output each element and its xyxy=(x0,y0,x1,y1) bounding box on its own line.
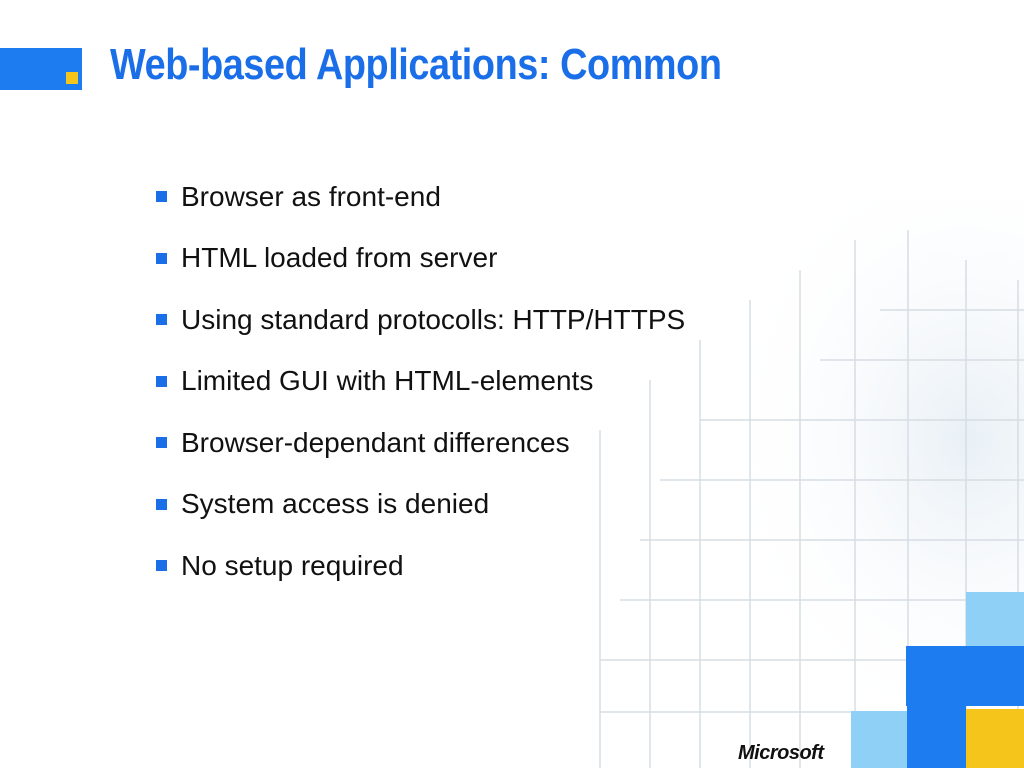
bullet-item: HTML loaded from server xyxy=(156,228,685,290)
microsoft-logo: Microsoft xyxy=(738,742,824,764)
bullet-item: Browser as front-end xyxy=(156,166,685,228)
bullet-item: Browser-dependant differences xyxy=(156,412,685,474)
bullet-marker-icon xyxy=(156,191,167,203)
bullet-text: System access is denied xyxy=(181,488,490,520)
bullet-item: Using standard protocolls: HTTP/HTTPS xyxy=(156,289,685,351)
bullet-marker-icon xyxy=(156,375,167,387)
bullet-text: Browser as front-end xyxy=(181,180,441,212)
bullet-item: System access is denied xyxy=(156,474,685,536)
bullet-text: HTML loaded from server xyxy=(181,242,498,274)
bullet-marker-icon xyxy=(156,498,167,510)
bullet-text: No setup required xyxy=(181,549,404,581)
bullet-marker-icon xyxy=(156,314,167,326)
slide-title: Web-based Applications: Common xyxy=(110,40,722,89)
bullet-marker-icon xyxy=(156,437,167,449)
bullet-text: Using standard protocolls: HTTP/HTTPS xyxy=(181,303,686,335)
bullet-text: Browser-dependant differences xyxy=(181,426,570,458)
bullet-marker-icon xyxy=(156,560,167,572)
bullet-list: Browser as front-end HTML loaded from se… xyxy=(156,166,685,597)
bullet-item: Limited GUI with HTML-elements xyxy=(156,351,685,413)
title-accent-square xyxy=(66,72,78,84)
bullet-marker-icon xyxy=(156,252,167,264)
bullet-item: No setup required xyxy=(156,535,685,597)
bullet-text: Limited GUI with HTML-elements xyxy=(181,365,594,397)
